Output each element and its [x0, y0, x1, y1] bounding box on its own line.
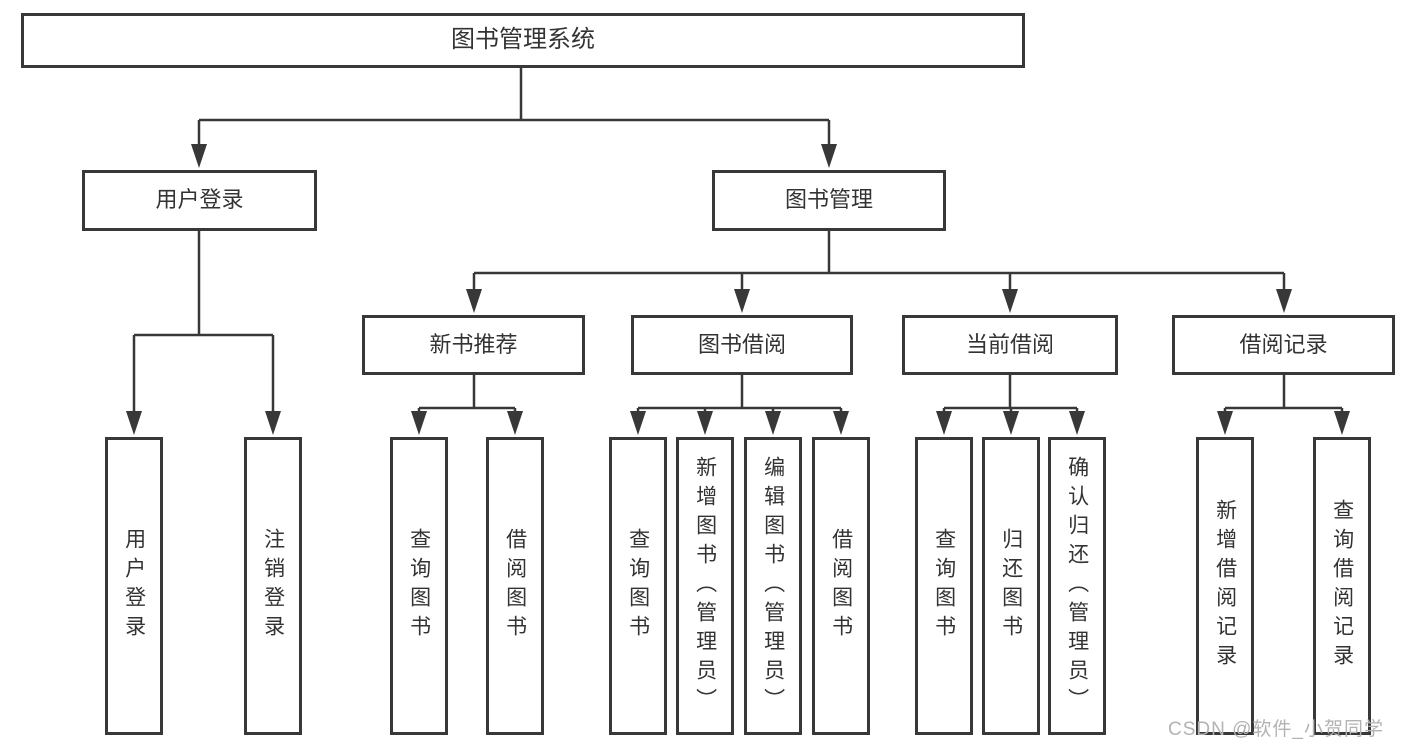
node-leaf-logout: 注销登录: [244, 437, 302, 735]
node-book-management-branch: 图书管理: [712, 170, 946, 231]
node-leaf-query-books-borrow: 查询图书: [609, 437, 667, 735]
node-leaf-query-books-recommend: 查询图书: [390, 437, 448, 735]
node-leaf-query-borrow-record: 查询借阅记录: [1313, 437, 1371, 735]
watermark: CSDN @软件_小贺同学: [1168, 719, 1384, 740]
node-leaf-confirm-return-admin: 确认归还（管理员）: [1048, 437, 1106, 735]
node-leaf-add-borrow-record: 新增借阅记录: [1196, 437, 1254, 735]
node-leaf-borrow-books: 借阅图书: [812, 437, 870, 735]
node-leaf-borrow-books-recommend: 借阅图书: [486, 437, 544, 735]
node-new-book-recommendation: 新书推荐: [362, 315, 585, 375]
node-book-borrowing: 图书借阅: [631, 315, 853, 375]
node-leaf-user-login: 用户登录: [105, 437, 163, 735]
node-library-management-system: 图书管理系统: [21, 13, 1025, 68]
node-leaf-edit-books-admin: 编辑图书（管理员）: [744, 437, 802, 735]
node-leaf-add-books-admin: 新增图书（管理员）: [676, 437, 734, 735]
node-borrowing-records: 借阅记录: [1172, 315, 1395, 375]
node-user-login-branch: 用户登录: [82, 170, 317, 231]
node-leaf-query-books-current: 查询图书: [915, 437, 973, 735]
node-current-borrowing: 当前借阅: [902, 315, 1118, 375]
node-leaf-return-books: 归还图书: [982, 437, 1040, 735]
